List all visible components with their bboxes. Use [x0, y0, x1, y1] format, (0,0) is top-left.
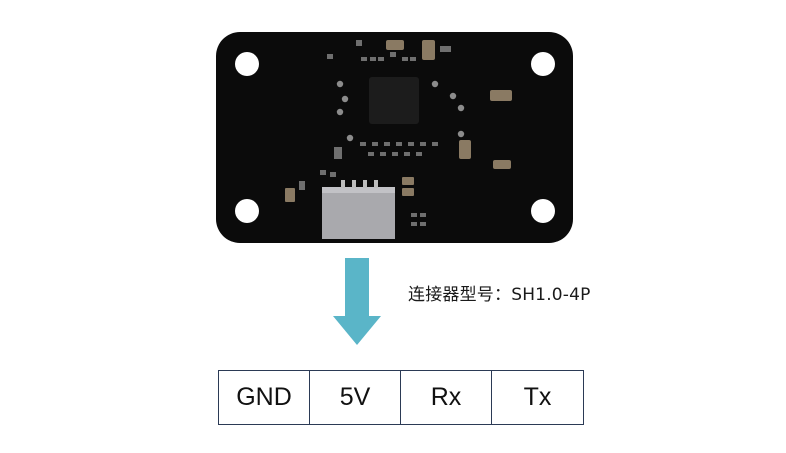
sensor-board: [216, 32, 573, 243]
mounting-hole-top-left: [235, 52, 259, 76]
via: [431, 80, 439, 88]
connector-model-label: 连接器型号：SH1.0-4P: [408, 285, 591, 305]
connector-pin: [352, 180, 356, 188]
connector-rim: [322, 187, 395, 193]
smd-capacitor: [490, 90, 512, 101]
via: [457, 130, 465, 138]
smd-component: [334, 147, 342, 159]
smd-resistor: [416, 152, 422, 156]
smd-capacitor: [493, 160, 511, 169]
sh-connector: [322, 180, 395, 239]
smd-component: [440, 46, 451, 52]
smd-resistor: [368, 152, 374, 156]
main-chip: [369, 77, 419, 124]
via: [336, 80, 344, 88]
mounting-hole-top-right: [531, 52, 555, 76]
smd-component: [327, 54, 333, 59]
mounting-hole-bottom-right: [531, 199, 555, 223]
smd-capacitor: [402, 177, 414, 185]
smd-resistor: [360, 142, 366, 146]
connector-body: [322, 187, 395, 239]
connector-pin: [363, 180, 367, 188]
smd-resistor: [392, 152, 398, 156]
smd-component: [299, 181, 305, 190]
smd-resistor: [411, 213, 417, 217]
smd-component: [320, 170, 326, 175]
smd-resistor: [411, 222, 417, 226]
smd-resistor: [396, 142, 402, 146]
smd-resistor: [384, 142, 390, 146]
arrow-shaft: [345, 258, 369, 317]
smd-component: [356, 40, 362, 46]
smd-component: [402, 57, 408, 61]
via: [341, 95, 349, 103]
connector-pin: [341, 180, 345, 188]
smd-resistor: [420, 222, 426, 226]
smd-component: [361, 57, 367, 61]
via: [449, 92, 457, 100]
smd-capacitor: [459, 140, 471, 159]
via: [346, 134, 354, 142]
smd-capacitor: [386, 40, 404, 50]
smd-component: [330, 172, 336, 177]
pcb: [216, 32, 573, 243]
smd-capacitor: [285, 188, 295, 202]
pin-5v: 5V: [310, 371, 401, 424]
smd-component: [410, 57, 416, 61]
smd-resistor: [380, 152, 386, 156]
smd-capacitor: [422, 40, 435, 60]
smd-resistor: [404, 152, 410, 156]
via: [457, 104, 465, 112]
smd-resistor: [372, 142, 378, 146]
smd-resistor: [432, 142, 438, 146]
smd-resistor: [408, 142, 414, 146]
mounting-hole-bottom-left: [235, 199, 259, 223]
smd-component: [378, 57, 384, 61]
via: [336, 108, 344, 116]
smd-resistor: [420, 142, 426, 146]
smd-component: [370, 57, 376, 61]
pin-tx: Tx: [523, 383, 552, 411]
down-arrow-icon: [333, 258, 381, 345]
arrow-head: [333, 316, 381, 345]
smd-component: [390, 52, 396, 57]
pin-gnd: GND: [219, 371, 310, 424]
smd-capacitor: [402, 188, 414, 196]
connector-pin: [374, 180, 378, 188]
smd-resistor: [420, 213, 426, 217]
pinout-table: GND 5V Rx Tx: [218, 370, 584, 425]
pin-rx: Rx: [401, 371, 492, 424]
